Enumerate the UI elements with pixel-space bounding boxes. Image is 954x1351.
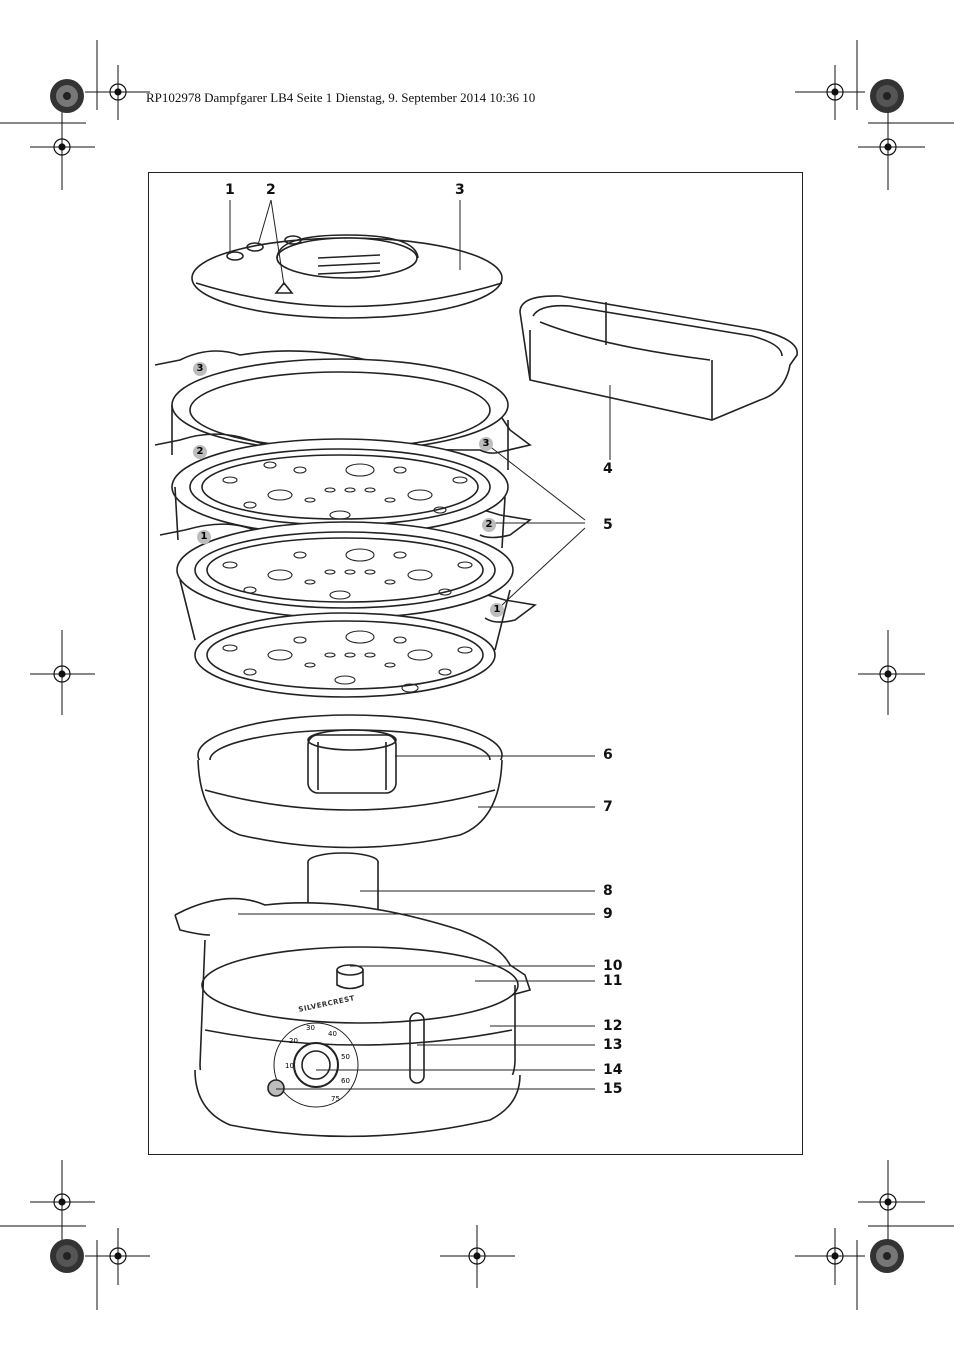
timer-mark-30: 30 [306, 1024, 315, 1032]
label-13: 13 [603, 1037, 623, 1053]
rice-bowl [519, 295, 798, 421]
tier-badge-1b: 1 [490, 603, 504, 617]
timer-mark-20: 20 [289, 1037, 298, 1045]
label-2: 2 [266, 182, 276, 198]
drip-tray [197, 714, 503, 849]
label-12: 12 [603, 1018, 623, 1034]
base-unit [174, 897, 532, 1138]
label-5: 5 [603, 517, 613, 533]
timer-mark-50: 50 [341, 1053, 350, 1061]
print-header: RP102978 Dampfgarer LB4 Seite 1 Dienstag… [146, 90, 536, 105]
tier-badge-1a: 1 [197, 530, 211, 544]
steam-basket-2 [154, 433, 532, 549]
timer-mark-75: 75 [331, 1095, 340, 1103]
label-15: 15 [603, 1081, 623, 1097]
label-6: 6 [603, 747, 613, 763]
tier-badge-2a: 2 [193, 445, 207, 459]
leader-lines [229, 199, 611, 1090]
label-8: 8 [603, 883, 613, 899]
steam-basket-3 [154, 350, 532, 470]
tier-badge-3a: 3 [193, 362, 207, 376]
tier-badge-3b: 3 [479, 437, 493, 451]
timer-mark-10: 10 [285, 1062, 294, 1070]
lid [191, 234, 503, 319]
tier-badge-2b: 2 [482, 518, 496, 532]
label-11: 11 [603, 973, 623, 989]
label-4: 4 [603, 461, 613, 477]
timer-mark-40: 40 [328, 1030, 337, 1038]
label-14: 14 [603, 1062, 623, 1078]
label-9: 9 [603, 906, 613, 922]
label-1: 1 [225, 182, 235, 198]
figure-frame [148, 172, 803, 1155]
steam-basket-1 [159, 521, 537, 698]
label-10: 10 [603, 958, 623, 974]
label-3: 3 [455, 182, 465, 198]
label-7: 7 [603, 799, 613, 815]
timer-mark-60: 60 [341, 1077, 350, 1085]
